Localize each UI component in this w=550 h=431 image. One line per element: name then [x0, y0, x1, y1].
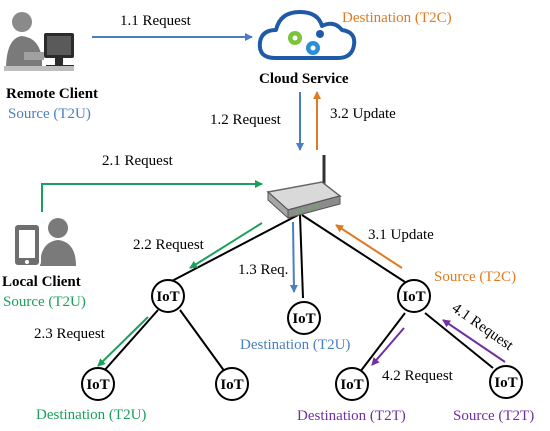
- iot-node-center: IoT: [287, 301, 321, 335]
- iot-node-leaf-right-label: IoT: [494, 375, 517, 391]
- edge-iot-left-leaf-left: [102, 309, 159, 373]
- person-at-computer-icon: [4, 12, 74, 71]
- cloud-gears-icon: [257, 10, 357, 60]
- arrow-3-1: [335, 224, 403, 269]
- local-client-title: Local Client: [2, 274, 81, 290]
- iot-node-right: IoT: [397, 279, 431, 313]
- edge-iot-right-leaf-right: [424, 312, 494, 369]
- remote-client-title: Remote Client: [6, 86, 98, 102]
- arrow-2-3: [97, 316, 149, 367]
- edge-router-iot-right: [301, 214, 406, 283]
- arrow-2-2: [189, 222, 263, 269]
- arrow-4-2-label: 4.2 Request: [382, 368, 454, 384]
- person-with-phone-icon: [13, 218, 76, 267]
- arrow-2-2-label: 2.2 Request: [133, 237, 205, 253]
- cloud-service-role: Destination (T2C): [342, 10, 452, 26]
- arrow-2-1: [41, 180, 263, 212]
- arrow-2-3-label: 2.3 Request: [34, 326, 106, 342]
- iot-node-leaf-inner: IoT: [215, 367, 249, 401]
- iot-leaf-left-role: Destination (T2U): [36, 407, 146, 423]
- iot-node-left: IoT: [151, 279, 185, 313]
- local-client-role: Source (T2U): [3, 294, 86, 310]
- arrow-3-1-label: 3.1 Update: [368, 227, 434, 243]
- iot-node-leaf-right: IoT: [489, 365, 523, 399]
- iot-node-right-label: IoT: [402, 289, 425, 305]
- tree-edges: [102, 214, 494, 373]
- edge-iot-left-leaf-right: [179, 309, 226, 373]
- arrow-1-3: [289, 221, 298, 293]
- arrow-4-1: [442, 319, 506, 363]
- iot-node-leaf-inner-label: IoT: [220, 377, 243, 393]
- iot-center-role: Destination (T2U): [240, 337, 350, 353]
- iot-right-role: Source (T2C): [434, 269, 516, 285]
- arrow-1-2-label: 1.2 Request: [210, 112, 282, 128]
- iot-leaf-mid-role: Destination (T2T): [297, 408, 406, 424]
- iot-node-center-label: IoT: [292, 311, 315, 327]
- iot-node-leaf-left-label: IoT: [86, 377, 109, 393]
- edge-router-iot-center: [299, 214, 304, 299]
- arrow-1-3-label: 1.3 Req.: [238, 262, 288, 278]
- arrow-4-2: [371, 327, 405, 366]
- edge-router-iot-left: [169, 214, 299, 283]
- iot-node-leaf-mid-label: IoT: [340, 377, 363, 393]
- iot-node-left-label: IoT: [156, 289, 179, 305]
- cloud-service-title: Cloud Service: [259, 71, 349, 87]
- edge-iot-right-leaf-mid: [359, 312, 406, 373]
- iot-node-leaf-mid: IoT: [335, 367, 369, 401]
- arrow-2-1-label: 2.1 Request: [102, 153, 174, 169]
- arrow-3-2-label: 3.2 Update: [330, 106, 396, 122]
- remote-client-role: Source (T2U): [8, 106, 91, 122]
- wifi-router-icon: [266, 155, 342, 220]
- arrow-1-1-label: 1.1 Request: [120, 13, 192, 29]
- iot-leaf-right-role: Source (T2T): [453, 408, 534, 424]
- iot-node-leaf-left: IoT: [81, 367, 115, 401]
